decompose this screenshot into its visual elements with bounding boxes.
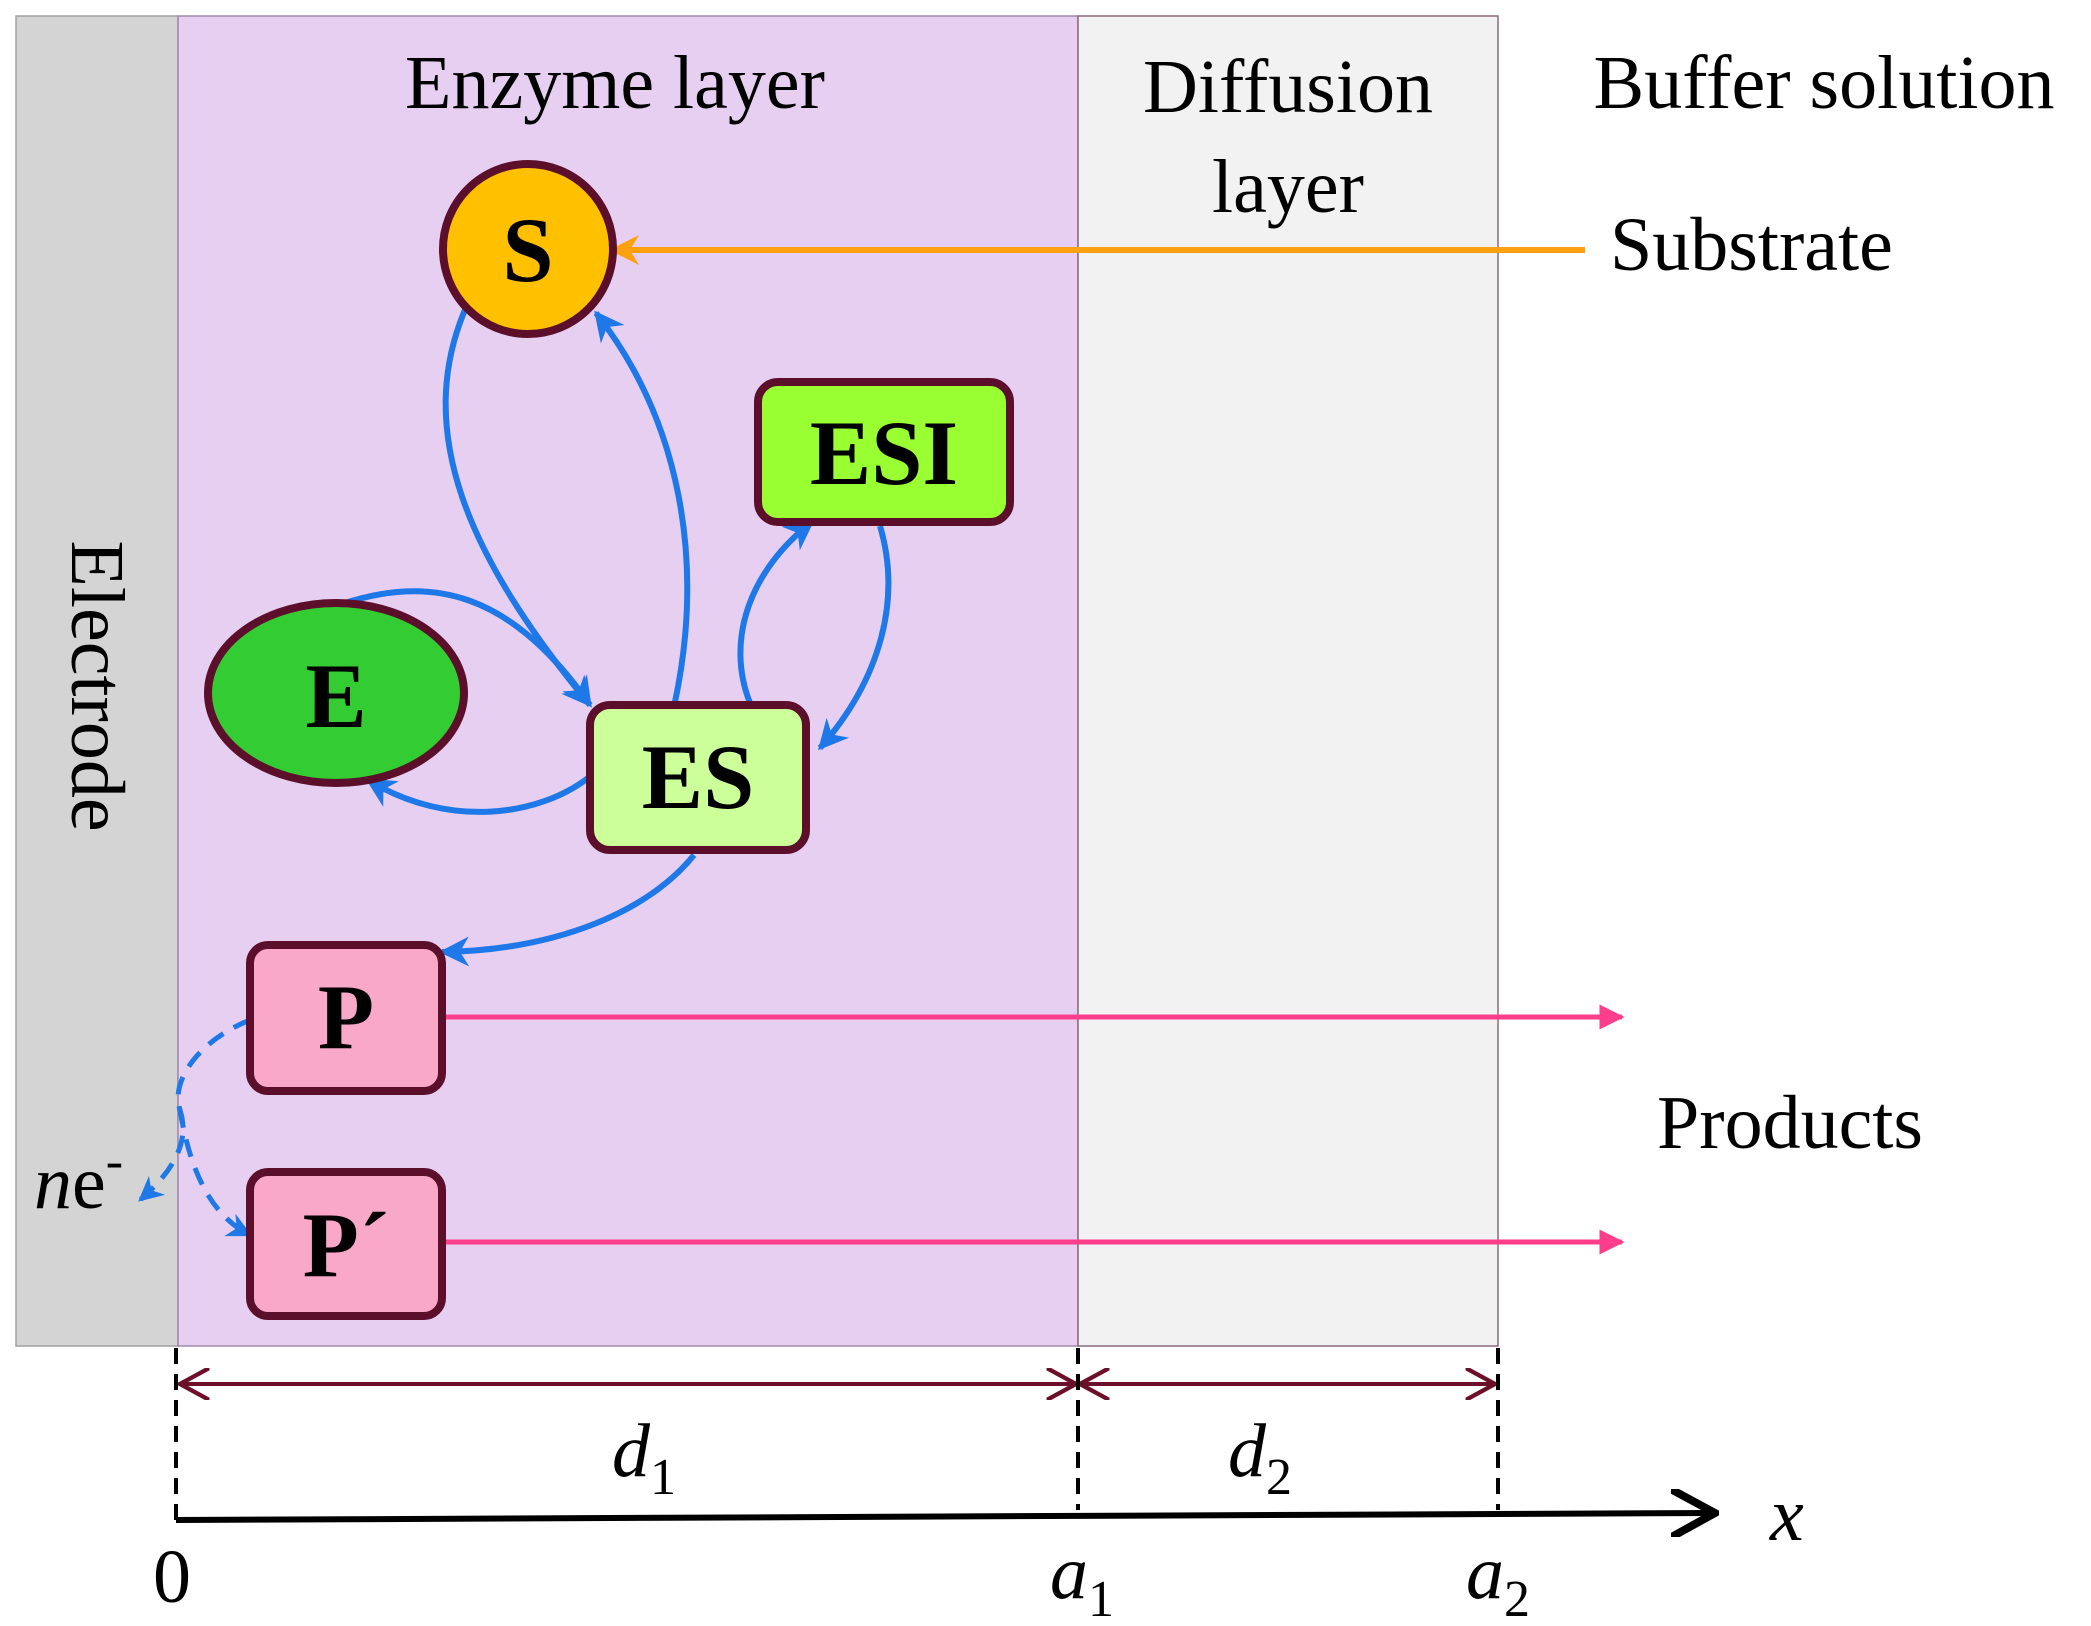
enzyme-layer-label: Enzyme layer <box>405 41 825 125</box>
x-axis-label: x <box>1769 1473 1804 1557</box>
complex-node-esi-label: ESI <box>810 402 958 504</box>
enzyme-node-e <box>204 599 468 787</box>
complex-node-es <box>586 701 810 854</box>
substrate-label: Substrate <box>1610 203 1893 287</box>
diffusion-layer-label-line1: Diffusion <box>1143 45 1433 129</box>
electron-label: ne- <box>34 1133 123 1225</box>
arrow-electron-to-p-prime <box>177 1109 253 1238</box>
electrode-label: Electrode <box>55 540 139 831</box>
axis-tick-a2: a2 <box>1466 1531 1530 1621</box>
product-node-p-prime-label: P´ <box>303 1194 390 1296</box>
arrow-es-to-p <box>439 853 697 967</box>
arrow-e-to-es <box>341 588 593 708</box>
product-node-p-prime <box>246 1168 446 1320</box>
electrode-region <box>15 15 179 1347</box>
complex-node-esi <box>754 378 1014 526</box>
diffusion-layer-label-line2: layer <box>1212 145 1364 229</box>
substrate-node-s <box>439 160 617 338</box>
enzyme-node-e-label: E <box>305 645 366 747</box>
arrow-esi-to-es <box>817 525 892 751</box>
dimension-label-d1: d1 <box>612 1409 676 1506</box>
dimension-label-d2: d2 <box>1228 1409 1292 1506</box>
substrate-node-s-label: S <box>502 199 553 301</box>
buffer-solution-label: Buffer solution <box>1594 41 2055 125</box>
complex-node-es-label: ES <box>642 726 755 828</box>
product-node-p-label: P <box>318 966 374 1068</box>
products-label: Products <box>1657 1081 1923 1165</box>
arrow-es-to-s <box>593 310 691 703</box>
axis-tick-0: 0 <box>153 1535 191 1619</box>
diffusion-layer-region <box>1077 15 1499 1347</box>
arrow-p-to-electron <box>138 1017 251 1202</box>
x-axis <box>175 1513 1715 1520</box>
product-node-p <box>246 941 446 1095</box>
arrow-es-to-e <box>365 775 590 815</box>
axis-tick-a1: a1 <box>1050 1531 1114 1621</box>
arrow-es-to-esi <box>737 519 815 705</box>
